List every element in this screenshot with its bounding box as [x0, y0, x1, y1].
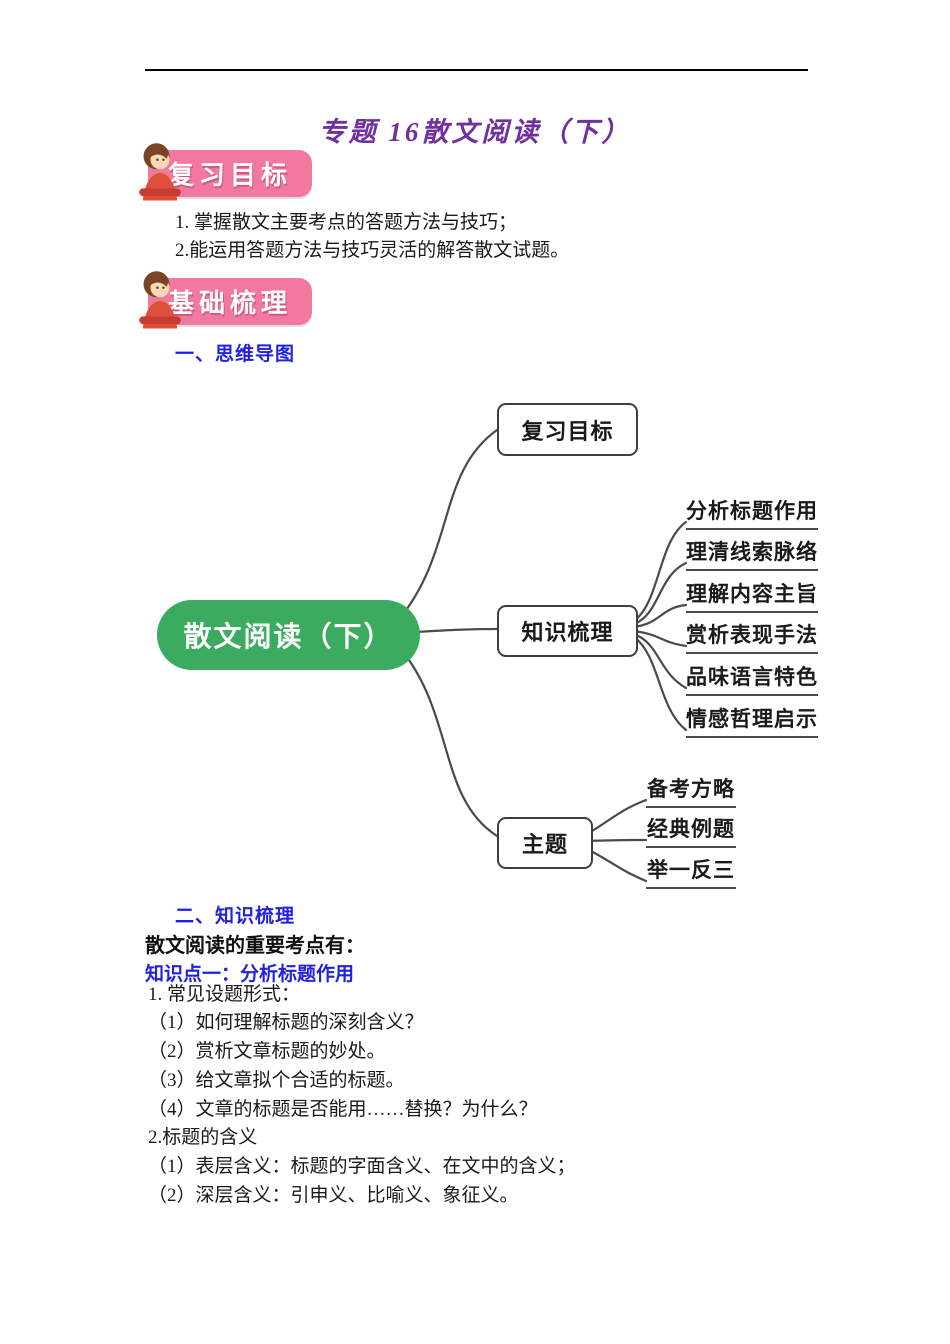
mindmap-connector-lines [398, 428, 688, 883]
knowledge-line: （1）如何理解标题的深刻含义？ [148, 1012, 424, 1033]
mindmap-branch-review-goal: 复习目标 [497, 403, 638, 456]
mindmap-leaf: 经典例题 [646, 813, 736, 848]
mindmap-leaf: 理解内容主旨 [686, 578, 818, 613]
knowledge-line: （2）赏析文章标题的妙处。 [148, 1041, 386, 1062]
mindmap-section-heading: 一、思维导图 [175, 344, 296, 365]
badge-review-goal: 复习目标 [139, 143, 312, 201]
mascot-girl-icon [139, 271, 181, 329]
mindmap-leaf: 分析标题作用 [686, 495, 818, 530]
mindmap-leaf: 举一反三 [646, 854, 736, 889]
mindmap-root-node: 散文阅读（下） [157, 600, 420, 670]
knowledge-line: （4）文章的标题是否能用……替换？为什么？ [148, 1099, 538, 1120]
doc-title: 专题 16散文阅读（下） [318, 117, 632, 147]
mindmap-leaf: 备考方略 [646, 773, 736, 808]
goal-line: 1. 掌握散文主要考点的答题方法与技巧； [175, 212, 518, 233]
mindmap-branch-theme: 主题 [497, 817, 593, 869]
mindmap-leaf: 品味语言特色 [686, 661, 818, 696]
badge-foundation-label: 基础梳理 [167, 288, 292, 318]
badge-foundation: 基础梳理 [139, 271, 312, 329]
mindmap-leaf: 情感哲理启示 [686, 703, 818, 738]
knowledge-point-heading: 知识点一：分析标题作用 [145, 964, 355, 985]
knowledge-intro: 散文阅读的重要考点有： [145, 935, 365, 957]
knowledge-section-heading: 二、知识梳理 [175, 906, 296, 927]
badge-review-goal-label: 复习目标 [167, 160, 292, 190]
mindmap-leaf: 赏析表现手法 [686, 619, 818, 654]
knowledge-line: 2.标题的含义 [148, 1127, 258, 1148]
mindmap-branch-knowledge: 知识梳理 [497, 605, 638, 657]
mascot-girl-icon [139, 143, 181, 201]
mindmap-diagram: 散文阅读（下） 复习目标 知识梳理 主题 分析标题作用 理清线索脉络 理解内容主… [0, 378, 950, 898]
knowledge-line: （3）给文章拟个合适的标题。 [148, 1070, 405, 1091]
knowledge-line: （2）深层含义：引申义、比喻义、象征义。 [148, 1185, 519, 1206]
goal-line: 2.能运用答题方法与技巧灵活的解答散文试题。 [175, 240, 570, 261]
header-rule [145, 69, 808, 71]
mindmap-leaf: 理清线索脉络 [686, 536, 818, 571]
knowledge-line: 1. 常见设题形式： [148, 984, 301, 1005]
knowledge-line: （1）表层含义：标题的字面含义、在文中的含义； [148, 1156, 576, 1177]
